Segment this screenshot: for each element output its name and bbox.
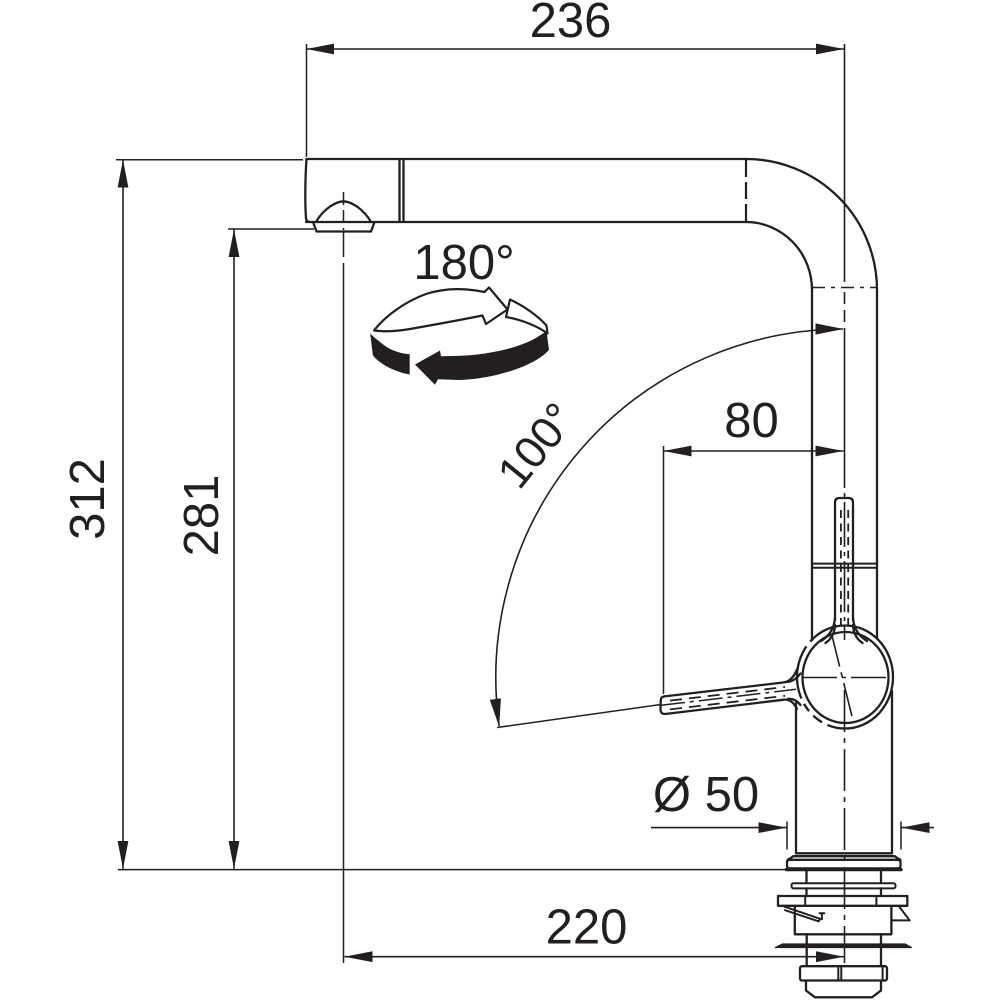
svg-text:236: 236 — [530, 0, 612, 48]
svg-text:Ø 50: Ø 50 — [653, 768, 759, 822]
svg-text:220: 220 — [546, 901, 628, 955]
svg-text:80: 80 — [724, 394, 779, 448]
svg-text:180°: 180° — [413, 236, 514, 290]
svg-text:281: 281 — [175, 475, 229, 557]
svg-text:312: 312 — [61, 458, 115, 540]
